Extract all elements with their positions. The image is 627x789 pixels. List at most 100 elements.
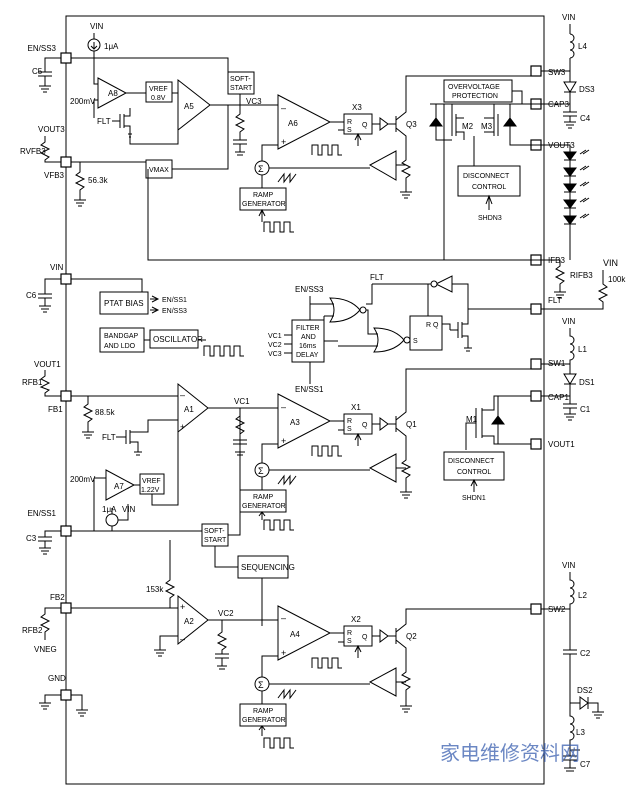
resistor-100k-label: 100k — [608, 275, 626, 284]
sum1-sigma: Σ — [258, 466, 264, 476]
ramp2-l1: RAMP — [253, 708, 274, 715]
bandgap-ldo — [99, 327, 145, 353]
vin-a7-label: VIN — [122, 505, 136, 514]
filter-l2: AND — [301, 334, 316, 341]
pin-label-rifb3: RIFB3 — [570, 271, 593, 280]
soft-start-3-l2: START — [230, 85, 253, 92]
pin-label-vout1: VOUT1 — [34, 360, 61, 369]
vc3-label: VC3 — [246, 97, 262, 106]
pin-fb1: VOUT1 RFB1 FB1 — [22, 360, 72, 414]
pin-vin: VIN C6 — [26, 263, 72, 313]
ovp-l1: OVERVOLTAGE — [448, 84, 500, 91]
amp-a8 — [97, 77, 128, 109]
oscillator-label: OSCILLATOR — [153, 335, 203, 344]
current-sense-amp-1 — [368, 453, 397, 483]
ramp2-l2: GENERATOR — [242, 717, 286, 724]
ovp-l2: PROTECTION — [452, 93, 498, 100]
shdn3-label: SHDN3 — [478, 215, 502, 222]
a1-minus: – — [180, 390, 185, 400]
pin-label-c5: C5 — [32, 67, 43, 76]
pin-label-rvfb3: RVFB3 — [20, 147, 46, 156]
pin-flt: FLT VIN 100k — [530, 258, 626, 315]
a6-plus: + — [281, 137, 286, 147]
diode-ds2-label: DS2 — [577, 686, 593, 695]
disc1-l2: CONTROL — [457, 469, 491, 476]
resistor-153k-label: 153k — [146, 585, 164, 594]
transistor-q1 — [395, 368, 531, 448]
ramp-generator-2 — [239, 703, 287, 727]
a7-1ua-label: 1μA — [102, 505, 117, 514]
amp-a8-label: A8 — [108, 89, 118, 98]
vin-label-l1: VIN — [562, 317, 576, 326]
pin-label-rfb1: RFB1 — [22, 378, 43, 387]
vref08-l1: VREF — [149, 86, 168, 93]
pulse-train-3 — [311, 144, 342, 156]
soft-start-1-l1: SOFT- — [204, 528, 225, 535]
transistor-q3 — [395, 75, 541, 148]
q3-label: Q3 — [406, 120, 417, 129]
vin-label-l4: VIN — [562, 13, 576, 22]
disconnect-control-3 — [457, 165, 521, 197]
vref08-l2: 0.8V — [151, 95, 166, 102]
x2-q: Q — [362, 634, 368, 641]
amp-a2-label: A2 — [184, 617, 194, 626]
ramp1-l2: GENERATOR — [242, 503, 286, 510]
filter-en-ss1: EN/SS1 — [295, 385, 324, 394]
filter-vc2: VC2 — [268, 342, 282, 349]
ptat-bias — [99, 291, 149, 315]
pin-label-c6: C6 — [26, 291, 37, 300]
soft-start-3-l1: SOFT- — [230, 76, 251, 83]
pin-fb2: FB2 RFB2 VNEG — [22, 593, 72, 654]
external-sw1-network: VIN L1 DS1 C1 — [541, 317, 595, 421]
ptat-en-ss1: EN/SS1 — [162, 297, 187, 304]
pin-label-rfb2: RFB2 — [22, 626, 43, 635]
startup-section: 200mV A7 VREF 1.22V VIN 1μA SOFT- START … — [70, 408, 295, 626]
pin-label-flt: FLT — [548, 296, 562, 305]
latch-flt-s: S — [413, 338, 418, 345]
shdn1-label: SHDN1 — [462, 495, 486, 502]
transistor-q2 — [395, 608, 531, 660]
resistor-88-5k-label: 88.5k — [95, 408, 116, 417]
latch-x1-label: X1 — [351, 403, 361, 412]
channel-2: A2 + – VC2 A4 – + X2 R S Q Q2 Σ RAMP GEN… — [71, 594, 531, 749]
pin-label-en-ss1: EN/SS1 — [28, 509, 57, 518]
led-string — [563, 149, 590, 260]
inductor-l4-label: L4 — [578, 42, 587, 51]
latch-flt-r: R — [426, 322, 431, 329]
vc1-label: VC1 — [234, 397, 250, 406]
amp-a4 — [277, 605, 332, 661]
latch-x2-label: X2 — [351, 615, 361, 624]
mosfet-m2-m3: M2 M3 — [429, 103, 541, 162]
m3-label: M3 — [481, 122, 493, 131]
vref122-l1: VREF — [142, 478, 161, 485]
filter-delay — [291, 319, 325, 363]
capacitor-c1-label: C1 — [580, 405, 591, 414]
amp-a6-label: A6 — [288, 119, 298, 128]
ramp-generator-3 — [239, 187, 287, 211]
x3-s: S — [347, 127, 352, 134]
a4-plus: + — [281, 648, 286, 658]
disc3-l2: CONTROL — [472, 184, 506, 191]
x1-s: S — [347, 426, 352, 433]
pin-label-fb1: FB1 — [48, 405, 63, 414]
a7-200mv-label: 200mV — [70, 475, 96, 484]
oscillator — [149, 329, 199, 349]
q2-label: Q2 — [406, 632, 417, 641]
amp-a7-label: A7 — [114, 482, 124, 491]
flt-label-a1: FLT — [102, 433, 116, 442]
ptat-en-ss3: EN/SS3 — [162, 308, 187, 315]
inductor-l2-label: L2 — [578, 591, 587, 600]
sequencing-label: SEQUENCING — [241, 563, 295, 572]
filter-en-ss3: EN/SS3 — [295, 285, 324, 294]
vref122-l2: 1.22V — [141, 487, 160, 494]
sum3-sigma: Σ — [258, 164, 264, 174]
capacitor-c7-label: C7 — [580, 760, 591, 769]
external-sw3-network: VIN L4 DS3 C4 — [541, 13, 595, 260]
a2-plus: + — [180, 602, 185, 612]
pin-vout1: VOUT1 — [530, 438, 575, 450]
pin-label-cap1: CAP1 — [548, 393, 569, 402]
amp-a2 — [177, 594, 209, 646]
diode-ds3-label: DS3 — [579, 85, 595, 94]
offset-200mv-label: 200mV — [70, 97, 96, 106]
